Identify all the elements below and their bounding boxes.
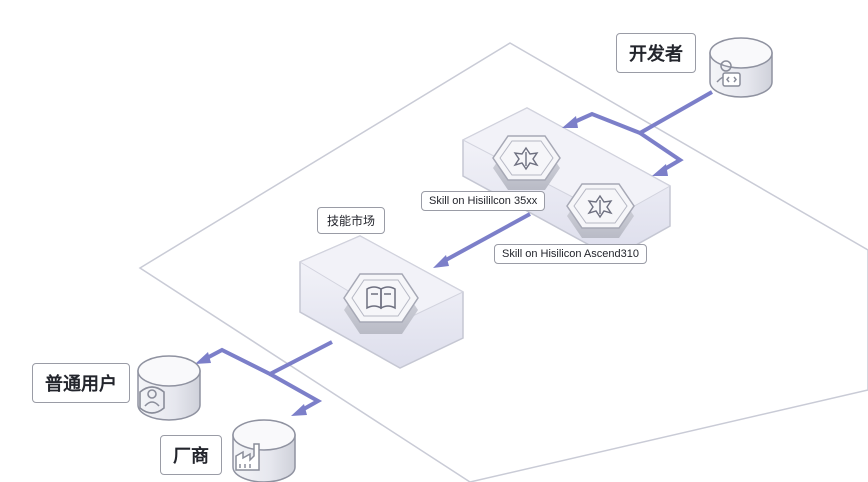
arrowhead [195,352,211,364]
developer-code-icon [716,60,741,87]
arrowhead [433,255,449,268]
label-vendor: 厂商 [160,435,222,475]
arrow-developer-to-skills [571,90,713,172]
label-skill-35xx: Skill on Hisililcon 35xx [421,191,546,211]
cylinder-vendor [232,419,296,482]
user-icon [139,386,165,414]
hex-market [343,273,419,334]
chip-skill-icon [587,194,613,219]
label-skill-market: 技能市场 [317,207,386,234]
arrow-market-to-users [204,340,333,412]
arrowhead [291,404,307,416]
label-skill-ascend: Skill on Hisilicon Ascend310 [494,244,647,264]
hex-chip-35xx [492,135,561,190]
arrow-skills-to-market [443,212,531,263]
arrowhead [562,116,578,128]
chip-skill-icon [513,146,539,171]
factory-icon [235,443,260,471]
hex-chip-ascend [566,183,635,238]
cylinder-end-user [137,355,201,421]
cylinder-developer [709,37,773,98]
label-end-user: 普通用户 [32,363,130,403]
label-developer: 开发者 [616,33,696,73]
book-icon [366,286,396,310]
arrowhead [652,164,668,176]
